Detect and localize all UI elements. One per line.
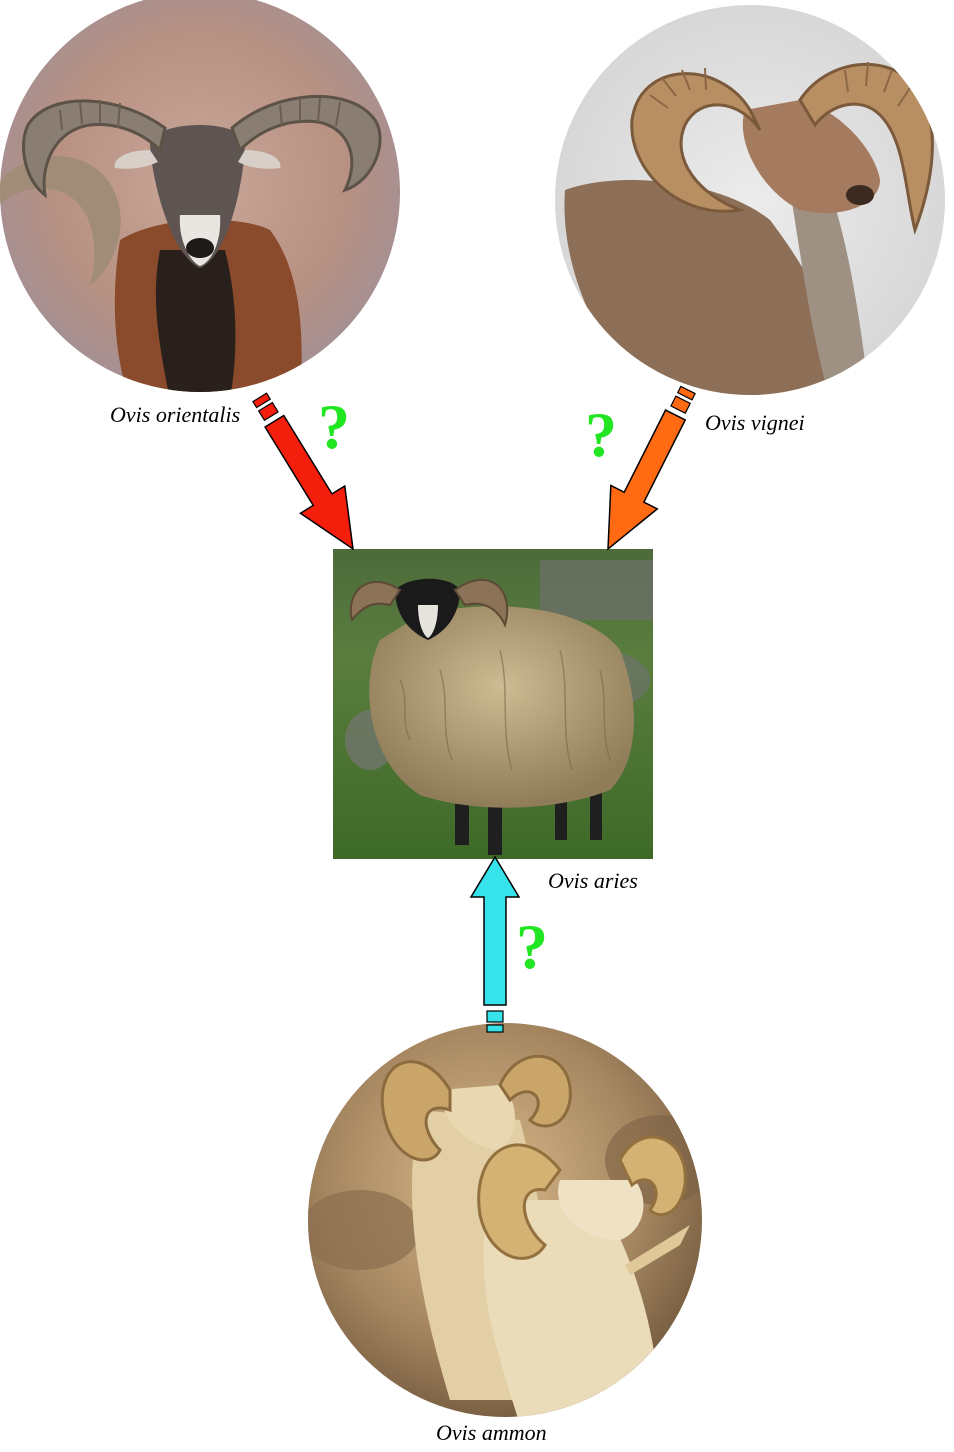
orientalis-to-aries-arrow bbox=[238, 384, 376, 563]
vignei-question-mark: ? bbox=[585, 403, 617, 467]
ovis-ammon-photo bbox=[300, 1020, 715, 1425]
ovis-vignei-photo bbox=[555, 5, 950, 400]
ovis-aries-label: Ovis aries bbox=[548, 868, 638, 894]
ovis-ammon-label: Ovis ammon bbox=[436, 1420, 547, 1446]
ammon-question-mark: ? bbox=[516, 915, 548, 979]
orientalis-question-mark: ? bbox=[318, 395, 350, 459]
ovis-aries-photo bbox=[333, 549, 653, 859]
ovis-vignei-label: Ovis vignei bbox=[705, 410, 805, 436]
ovis-orientalis-photo bbox=[0, 0, 400, 400]
ammon-to-aries-arrow bbox=[471, 857, 519, 1032]
ovis-orientalis-label: Ovis orientalis bbox=[110, 402, 240, 428]
